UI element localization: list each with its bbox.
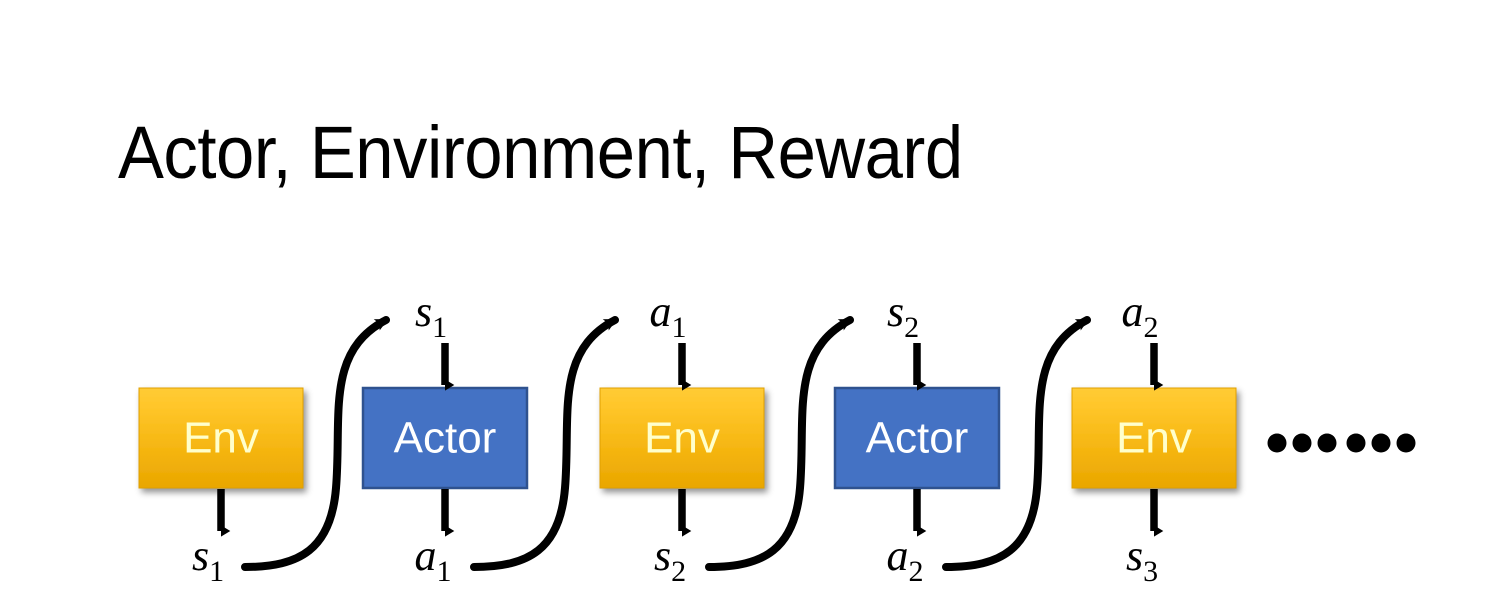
- bottom-symbol-labels: s1 a1 s2 a2 s3: [192, 531, 1158, 588]
- actor-box-2-label: Actor: [866, 414, 969, 463]
- curve-a2: [942, 316, 1091, 571]
- block-actor-1[interactable]: Actor: [361, 386, 529, 490]
- top-label-s1: s1: [415, 287, 447, 344]
- block-actor-2[interactable]: Actor: [833, 386, 1001, 490]
- bottom-label-s1: s1: [192, 531, 224, 588]
- output-arrows: [217, 489, 1164, 537]
- ellipsis-dot: [1396, 433, 1416, 453]
- bottom-label-s3: s3: [1126, 531, 1158, 588]
- top-label-a2: a2: [1122, 287, 1159, 344]
- curve-a1: [470, 316, 619, 571]
- top-symbol-labels: s1 a1 s2 a2: [415, 287, 1159, 344]
- env-box-2[interactable]: [599, 387, 765, 489]
- ellipsis-dot: [1317, 433, 1337, 453]
- ellipsis-dot: [1346, 433, 1366, 453]
- env-box-3-label: Env: [1116, 414, 1192, 463]
- top-label-a1: a1: [650, 287, 687, 344]
- env-box-3[interactable]: [1071, 387, 1237, 489]
- curved-connectors: [241, 316, 1091, 571]
- env-box-2-label: Env: [644, 414, 720, 463]
- env-box-1[interactable]: [138, 387, 304, 489]
- ellipsis-dot: [1267, 433, 1287, 453]
- block-env-2[interactable]: Env: [599, 387, 765, 489]
- actor-box-1-label: Actor: [394, 414, 497, 463]
- env-box-1-label: Env: [183, 414, 259, 463]
- block-env-1[interactable]: Env: [138, 387, 304, 489]
- actor-box-2[interactable]: [833, 386, 1001, 490]
- ellipsis-dot: [1292, 433, 1312, 453]
- curve-s1: [241, 316, 390, 571]
- bottom-label-a2: a2: [887, 531, 924, 588]
- bottom-label-a1: a1: [415, 531, 452, 588]
- ellipsis-dot: [1371, 433, 1391, 453]
- bottom-label-s2: s2: [654, 531, 686, 588]
- input-arrows: [441, 343, 1164, 391]
- top-label-s2: s2: [887, 287, 919, 344]
- block-env-3[interactable]: Env: [1071, 387, 1237, 489]
- page-title: Actor, Environment, Reward: [118, 111, 963, 194]
- curve-s2: [705, 316, 854, 571]
- continuation-ellipsis: [1267, 433, 1416, 453]
